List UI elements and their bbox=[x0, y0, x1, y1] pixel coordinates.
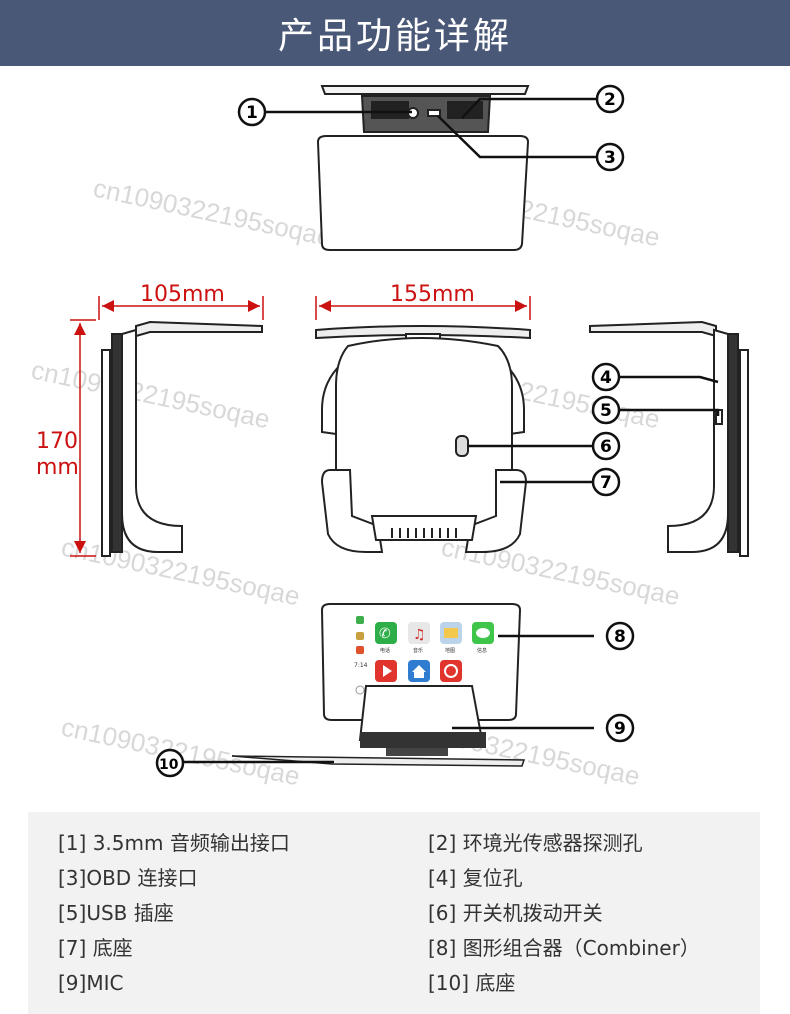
phone-label: 电话 bbox=[380, 647, 390, 654]
side-view-right bbox=[589, 320, 749, 557]
callout-7: 7 bbox=[591, 467, 621, 497]
feature-legend: [1] 3.5mm 音频输出接口 [2] 环境光传感器探测孔 [3]OBD 连接… bbox=[28, 812, 760, 1014]
svg-text:1: 1 bbox=[246, 103, 258, 123]
title-banner: 产品功能详解 bbox=[0, 0, 790, 66]
legend-item-8: [8] 图形组合器（Combiner） bbox=[428, 936, 700, 960]
svg-text:7: 7 bbox=[600, 473, 612, 493]
bottom-view: 7:14 ✆ 电话 ♫ 音乐 地图 信息 bbox=[231, 603, 526, 767]
callout-4: 4 bbox=[591, 362, 621, 392]
side-view-left bbox=[101, 320, 263, 557]
top-view bbox=[316, 85, 530, 251]
dimension-height-value: 170 bbox=[36, 429, 78, 454]
svg-text:4: 4 bbox=[600, 368, 612, 388]
svg-text:3: 3 bbox=[604, 148, 616, 168]
svg-text:2: 2 bbox=[604, 90, 616, 110]
message-label: 信息 bbox=[477, 647, 487, 654]
vent-slots bbox=[391, 528, 457, 538]
callout-2: 2 bbox=[595, 84, 625, 114]
legend-item-9: [9]MIC bbox=[58, 971, 124, 995]
dimension-lines bbox=[70, 296, 531, 557]
app-icons: 7:14 ✆ 电话 ♫ 音乐 地图 信息 bbox=[354, 616, 494, 695]
legend-item-4: [4] 复位孔 bbox=[428, 866, 523, 890]
legend-item-7: [7] 底座 bbox=[58, 936, 133, 960]
watermark-7: cn1090322195soqae bbox=[59, 712, 303, 792]
music-app-icon bbox=[408, 622, 430, 644]
callout-8: 8 bbox=[605, 621, 635, 651]
dimension-width-side: 105mm bbox=[140, 282, 225, 307]
callout-3: 3 bbox=[595, 142, 625, 172]
page-title: 产品功能详解 bbox=[277, 16, 512, 57]
svg-text:♫: ♫ bbox=[413, 627, 426, 643]
svg-text:6: 6 bbox=[600, 437, 612, 457]
dimension-height-unit: mm bbox=[36, 455, 79, 480]
music-label: 音乐 bbox=[413, 647, 423, 654]
map-label: 地图 bbox=[445, 647, 455, 654]
svg-text:✆: ✆ bbox=[379, 626, 391, 642]
svg-text:10: 10 bbox=[159, 757, 179, 773]
legend-item-10: [10] 底座 bbox=[428, 971, 516, 995]
callout-1: 1 bbox=[237, 97, 267, 127]
callout-5: 5 bbox=[591, 395, 621, 425]
legend-item-6: [6] 开关机拨动开关 bbox=[428, 901, 603, 925]
product-diagram: cn1090322195soqae cn1090322195soqae cn10… bbox=[29, 84, 749, 792]
legend-grid: [1] 3.5mm 音频输出接口 [2] 环境光传感器探测孔 [3]OBD 连接… bbox=[58, 826, 748, 1001]
netease-app-icon bbox=[440, 660, 462, 682]
clock-text: 7:14 bbox=[354, 662, 368, 669]
dimension-width-front: 155mm bbox=[390, 282, 475, 307]
svg-text:5: 5 bbox=[600, 401, 612, 421]
legend-item-3: [3]OBD 连接口 bbox=[58, 866, 198, 890]
callout-10: 10 bbox=[155, 748, 185, 778]
svg-text:8: 8 bbox=[614, 627, 626, 647]
front-view bbox=[315, 325, 531, 553]
callout-6: 6 bbox=[591, 431, 621, 461]
legend-item-5: [5]USB 插座 bbox=[58, 901, 174, 925]
svg-text:9: 9 bbox=[614, 719, 626, 739]
legend-item-2: [2] 环境光传感器探测孔 bbox=[428, 831, 643, 855]
phone-app-icon bbox=[375, 622, 397, 644]
callout-9: 9 bbox=[605, 713, 635, 743]
watermark-1: cn1090322195soqae bbox=[91, 173, 335, 253]
callout-leaders bbox=[184, 97, 720, 764]
callout-markers: 1 2 3 4 5 6 7 8 bbox=[155, 84, 635, 778]
watermark-3: cn1090322195soqae bbox=[29, 355, 273, 435]
legend-item-1: [1] 3.5mm 音频输出接口 bbox=[58, 831, 290, 855]
